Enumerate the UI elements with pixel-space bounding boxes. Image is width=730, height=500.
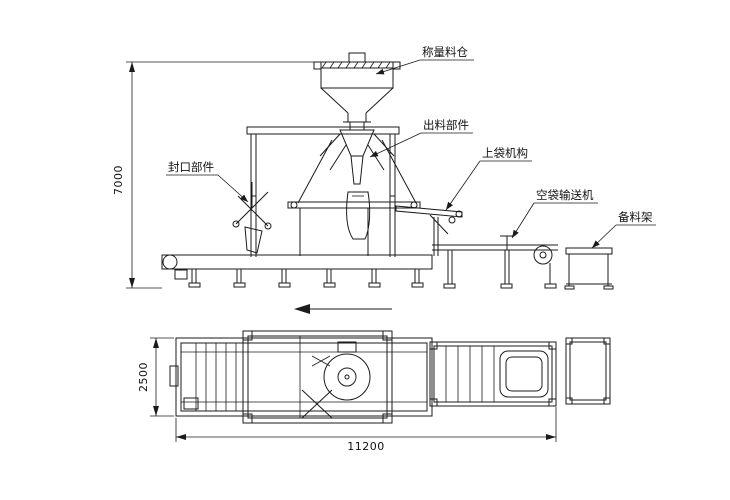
sealing-component-label: 封口部件 bbox=[168, 160, 214, 174]
machine-frame bbox=[246, 126, 400, 257]
label-material-rack: 备料架 bbox=[591, 210, 656, 249]
flow-direction-arrow bbox=[294, 304, 392, 314]
label-empty-bag-conveyor: 空袋输送机 bbox=[511, 188, 598, 239]
dimension-height: 7000 bbox=[112, 61, 318, 289]
material-rack-plan bbox=[565, 337, 611, 405]
callout-labels: 称量料仓 出料部件 上袋机构 封口部件 空袋输送机 备料架 bbox=[166, 45, 656, 249]
bag-loading-mechanism-label: 上袋机构 bbox=[482, 146, 528, 160]
empty-bag-conveyor bbox=[432, 235, 558, 289]
label-sealing-component: 封口部件 bbox=[166, 160, 249, 203]
weighing-hopper-label: 称量料仓 bbox=[422, 45, 468, 59]
label-bag-loading-mechanism: 上袋机构 bbox=[445, 146, 532, 211]
plan-view: 2500 11200 bbox=[137, 330, 611, 453]
label-weighing-hopper: 称量料仓 bbox=[375, 45, 474, 75]
dimension-length: 11200 bbox=[175, 407, 557, 453]
dimension-depth-value: 2500 bbox=[137, 362, 150, 392]
weighing-hopper bbox=[313, 52, 401, 131]
label-discharge-component: 出料部件 bbox=[369, 118, 473, 158]
dimension-depth: 2500 bbox=[137, 337, 174, 417]
dimension-length-value: 11200 bbox=[347, 440, 385, 453]
bag bbox=[346, 191, 371, 240]
front-elevation-view: 7000 bbox=[112, 52, 614, 314]
bag-clamp-platform bbox=[287, 201, 421, 256]
empty-bag-conveyor-label: 空袋输送机 bbox=[536, 188, 594, 202]
sealing-component bbox=[232, 182, 272, 254]
packing-conveyor bbox=[161, 254, 433, 288]
conveyor-plan bbox=[169, 337, 433, 417]
machine-body-plan bbox=[242, 330, 393, 424]
discharge-component-label: 出料部件 bbox=[423, 118, 469, 132]
dimension-height-value: 7000 bbox=[112, 165, 125, 195]
bag-loading-mechanism bbox=[395, 205, 463, 256]
discharge-component bbox=[297, 129, 417, 204]
material-rack-label: 备料架 bbox=[618, 210, 653, 224]
material-rack bbox=[564, 247, 614, 290]
empty-bag-conveyor-plan bbox=[429, 341, 557, 407]
